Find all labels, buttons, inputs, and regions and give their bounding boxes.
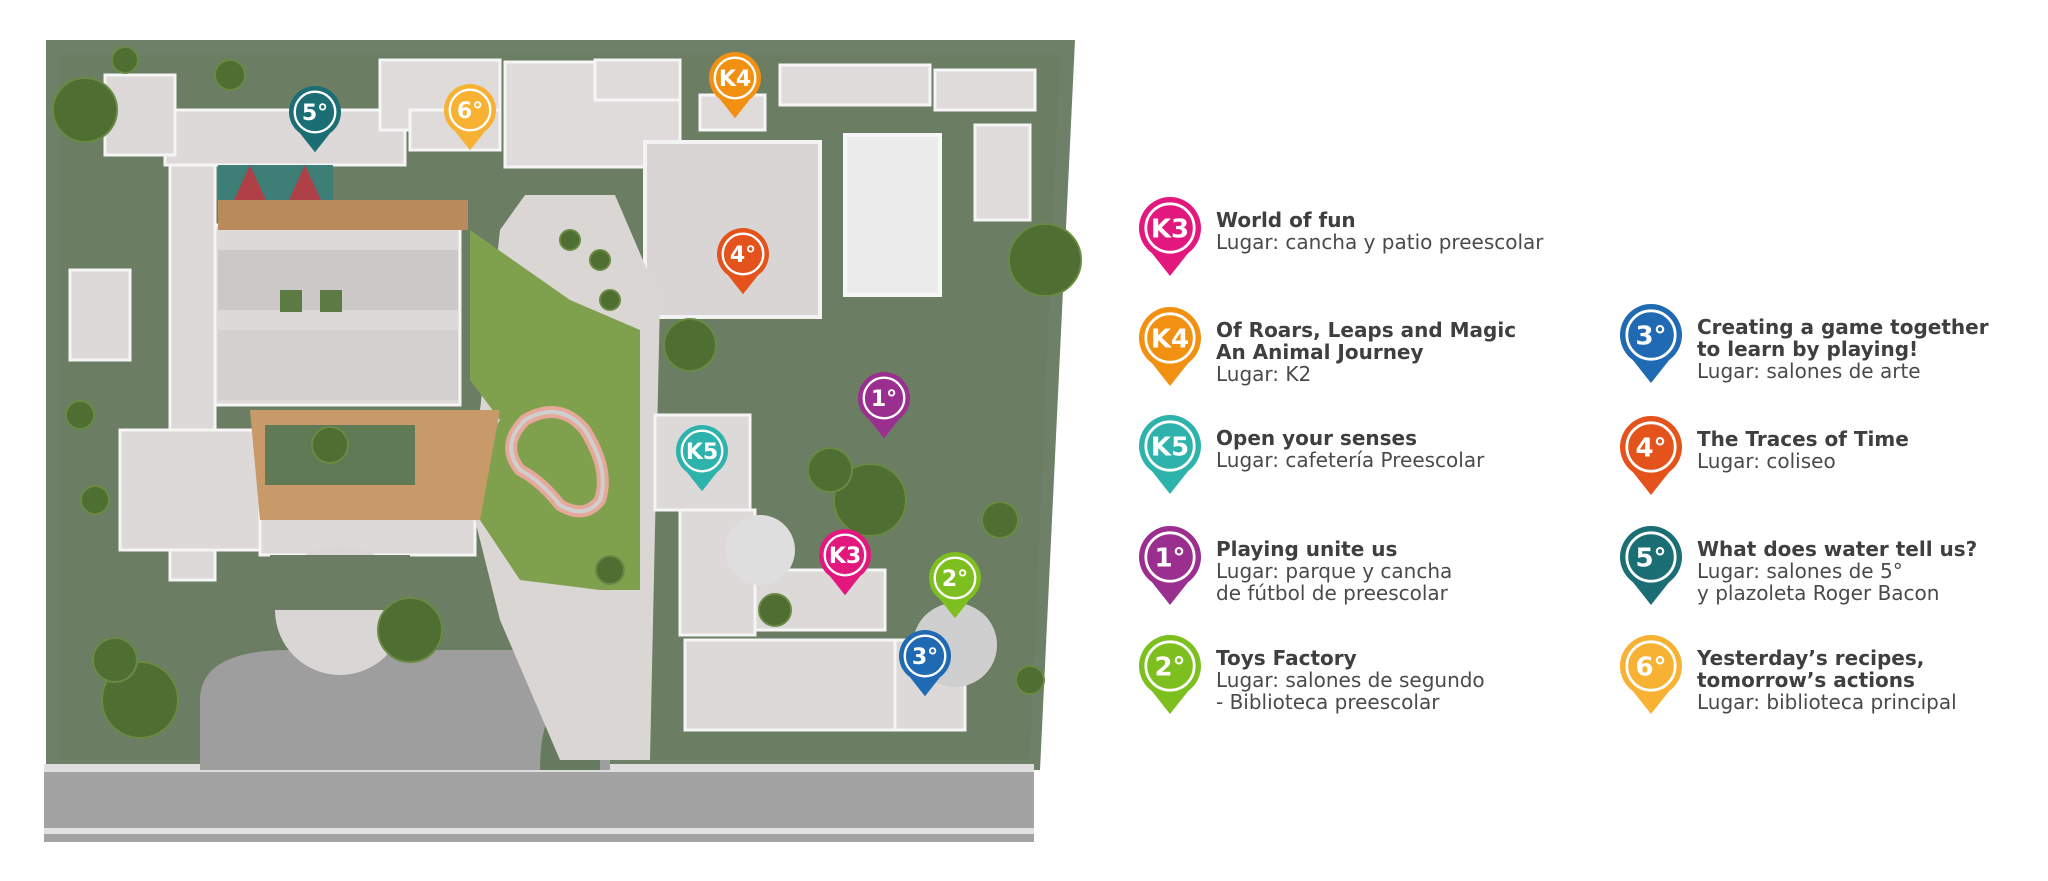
legend-item-6: 6° Yesterday’s recipes, tomorrow’s action… [1617, 633, 2048, 719]
svg-text:2°: 2° [1154, 652, 1185, 682]
legend-place: Lugar: salones de segundo - Biblioteca p… [1216, 668, 1485, 714]
legend-item-3: 3° Creating a game together to learn by p… [1617, 302, 2048, 388]
legend-title: What does water tell us? [1697, 537, 1978, 561]
svg-text:K3: K3 [1151, 214, 1189, 244]
legend-title: Of Roars, Leaps and Magic An Animal Jour… [1216, 318, 1517, 364]
svg-text:K5: K5 [1151, 432, 1189, 462]
legend-place: Lugar: cancha y patio preescolar [1216, 230, 1544, 254]
map-pin-icon: 5° [1620, 526, 1682, 606]
sports-court [843, 133, 942, 297]
legend-item-k4: K4 Of Roars, Leaps and Magic An Animal Jo… [1136, 305, 1616, 391]
map-pin-6[interactable]: 6° [443, 83, 496, 151]
svg-text:6°: 6° [457, 99, 483, 124]
legend-title: Open your senses [1216, 426, 1418, 450]
legend-title: Creating a game together to learn by pla… [1697, 315, 1989, 361]
map-pin-icon: K3 [1139, 197, 1201, 277]
legend-title: Toys Factory [1216, 646, 1357, 670]
driveway [200, 650, 610, 770]
svg-text:4°: 4° [1635, 433, 1666, 463]
map-pin-k5[interactable]: K5 [676, 425, 729, 492]
svg-text:K5: K5 [686, 440, 718, 465]
legend-title: The Traces of Time [1697, 427, 1909, 451]
legend-place: Lugar: coliseo [1697, 449, 1836, 473]
map-pin-4[interactable]: 4° [717, 228, 770, 295]
trees [52, 46, 1082, 739]
map-pin-k3[interactable]: K3 [818, 529, 871, 596]
legend-place: Lugar: parque y cancha de fútbol de pree… [1216, 559, 1453, 605]
svg-text:3°: 3° [1635, 321, 1666, 351]
legend-item-5: 5° What does water tell us?Lugar: salones… [1617, 524, 2048, 610]
svg-text:3°: 3° [912, 645, 938, 670]
coliseum-building [643, 140, 822, 319]
legend-title: Playing unite us [1216, 537, 1398, 561]
map-pin-3[interactable]: 3° [898, 630, 951, 697]
legend-place: Lugar: biblioteca principal [1697, 690, 1957, 714]
svg-text:1°: 1° [871, 387, 897, 412]
map-pin-icon: 3° [1620, 304, 1682, 384]
svg-text:1°: 1° [1154, 543, 1185, 573]
map-pin-icon: 4° [1620, 416, 1682, 496]
map-pin-2[interactable]: 2° [929, 552, 981, 619]
map-pin-icon: 2° [1139, 635, 1201, 715]
svg-text:K4: K4 [1151, 324, 1189, 354]
svg-text:K3: K3 [829, 544, 861, 569]
svg-text:6°: 6° [1635, 652, 1666, 682]
map-pin-icon: 6° [1620, 635, 1682, 715]
svg-text:4°: 4° [730, 243, 756, 268]
map-pin-1[interactable]: 1° [857, 372, 910, 439]
map-pin-icon: K5 [1139, 415, 1201, 495]
legend-place: Lugar: salones de 5° y plazoleta Roger B… [1697, 559, 1940, 605]
map-pin-icon: 1° [1139, 526, 1201, 606]
map-pin-k4[interactable]: K4 [709, 52, 761, 119]
legend-title: World of fun [1216, 208, 1356, 232]
svg-text:5°: 5° [1635, 543, 1666, 573]
legend-place: Lugar: cafetería Preescolar [1216, 448, 1485, 472]
legend-place: Lugar: K2 [1216, 362, 1312, 386]
svg-text:K4: K4 [719, 67, 751, 92]
map-pin-icon: K4 [1139, 307, 1201, 387]
svg-text:5°: 5° [302, 101, 328, 126]
map-pin-5[interactable]: 5° [289, 86, 341, 153]
legend-title: Yesterday’s recipes, tomorrow’s actions [1697, 646, 1925, 692]
legend-place: Lugar: salones de arte [1697, 359, 1921, 383]
svg-text:2°: 2° [942, 567, 968, 592]
